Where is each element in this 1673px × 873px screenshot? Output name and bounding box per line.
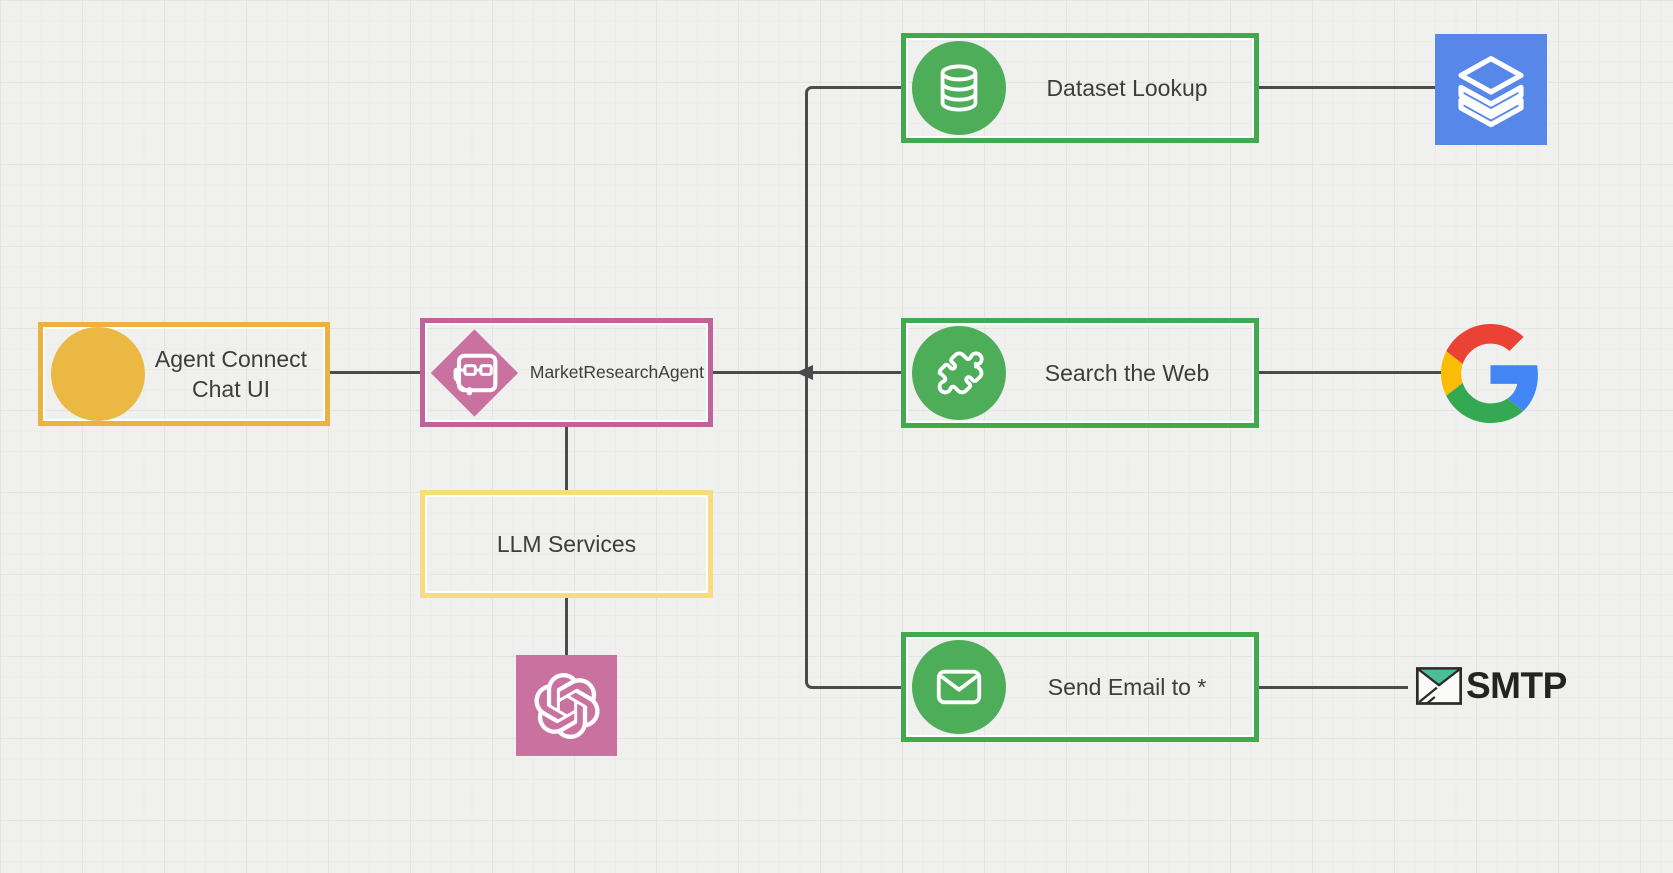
mail-icon [936, 669, 982, 705]
database-icon [940, 64, 978, 112]
node-market-research-agent[interactable]: MarketResearchAgent [420, 318, 713, 427]
smtp-logo[interactable]: SMTP [1414, 660, 1567, 712]
arrowhead-into-agent [796, 365, 813, 380]
openai-mark-icon [533, 672, 600, 739]
agent-diamond-icon [430, 328, 519, 417]
node-agent-connect-chat-ui[interactable]: Agent Connect Chat UI [38, 322, 330, 426]
node-search-the-web[interactable]: Search the Web [901, 318, 1259, 428]
search-label: Search the Web [1044, 359, 1210, 386]
node-dataset-lookup[interactable]: Dataset Lookup [901, 33, 1259, 143]
dataset-label: Dataset Lookup [1046, 74, 1208, 101]
layers-stack-icon [1458, 55, 1524, 127]
dataset-circle [912, 41, 1006, 135]
node-llm-services[interactable]: LLM Services [420, 490, 713, 598]
chat-ui-circle-icon [51, 327, 145, 421]
puzzle-icon [937, 351, 984, 395]
data-stack-logo[interactable] [1435, 34, 1547, 145]
search-circle [912, 326, 1006, 420]
google-g-logo[interactable] [1441, 324, 1540, 423]
smtp-label: SMTP [1466, 665, 1567, 706]
openai-logo[interactable] [516, 655, 617, 756]
chat-ui-label: Agent Connect Chat UI [154, 345, 308, 402]
node-send-email[interactable]: Send Email to * [901, 632, 1259, 742]
llm-label: LLM Services [496, 530, 637, 557]
email-label: Send Email to * [1047, 673, 1207, 700]
agent-label: MarketResearchAgent [529, 361, 704, 382]
envelope-icon [1415, 667, 1463, 705]
email-circle [912, 640, 1006, 734]
